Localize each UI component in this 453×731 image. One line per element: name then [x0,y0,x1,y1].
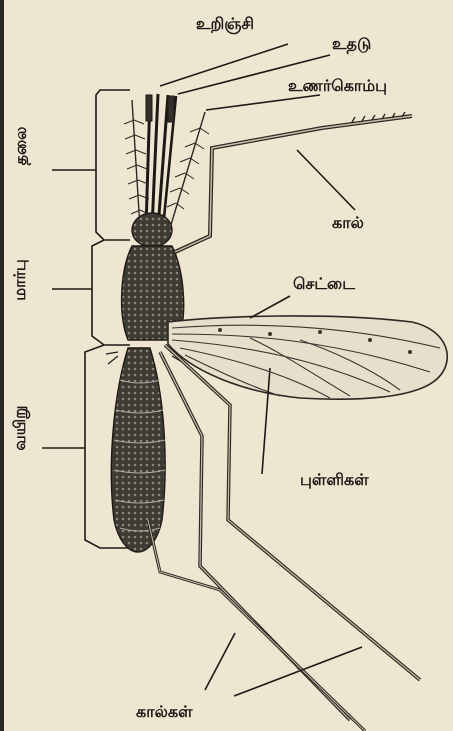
wing-leader [250,296,290,318]
mouthparts [146,94,176,228]
label-leg: கால் [332,215,364,231]
legs-leader-right [234,647,362,696]
label-antenna: உணர்கொம்பு [288,78,387,94]
leg-leader [297,150,355,210]
label-palp: உதடு [332,36,371,52]
mosquito-head [132,213,172,247]
head-bracket [96,90,130,240]
label-abdomen: வயிறு [12,398,28,458]
mosquito-abdomen [111,348,165,552]
label-legs: கால்கள் [136,704,193,720]
label-wing: செட்டை [293,276,355,292]
middle-leg [160,352,350,720]
label-proboscis: உறிஞ்சி [196,16,254,32]
legs-leader-left [205,633,235,690]
label-spots: புள்ளிகள் [300,472,369,488]
antenna-leader [206,95,320,110]
left-edge [0,0,4,731]
proboscis-leader [160,44,288,86]
label-thorax: மார்பு [12,250,28,310]
label-head: தலை [13,121,29,171]
